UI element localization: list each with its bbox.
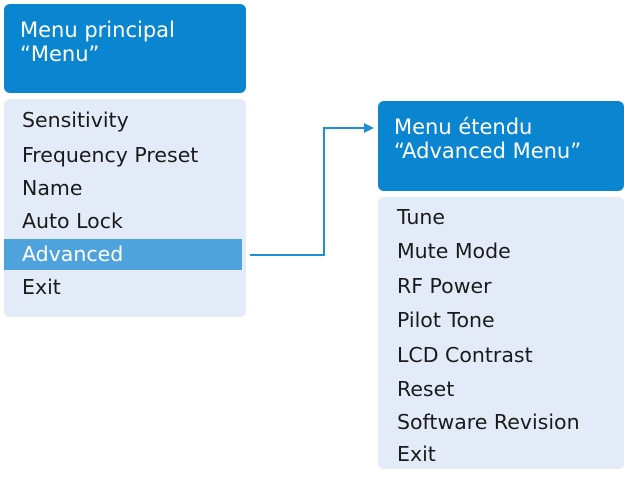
advanced-menu-header: Menu étendu “Advanced Menu” [378, 101, 624, 191]
menu-item-pilot-tone[interactable]: Pilot Tone [397, 308, 495, 332]
menu-item-reset[interactable]: Reset [397, 377, 455, 401]
advanced-menu-subtitle: “Advanced Menu” [394, 139, 582, 163]
menu-item-advanced[interactable]: Advanced [4, 239, 242, 270]
arrowhead-icon [364, 123, 374, 133]
advanced-menu-title: Menu étendu [394, 115, 533, 139]
main-menu-header: Menu principal “Menu” [4, 4, 246, 93]
advanced-menu-list: Tune Mute Mode RF Power Pilot Tone LCD C… [378, 197, 624, 469]
menu-item-sensitivity[interactable]: Sensitivity [22, 108, 129, 132]
menu-item-exit[interactable]: Exit [22, 275, 61, 299]
connector-line [250, 127, 366, 256]
menu-item-rf-power[interactable]: RF Power [397, 274, 492, 298]
menu-item-software-revision[interactable]: Software Revision [397, 410, 580, 434]
menu-item-lcd-contrast[interactable]: LCD Contrast [397, 343, 533, 367]
menu-item-auto-lock[interactable]: Auto Lock [22, 209, 123, 233]
menu-item-mute-mode[interactable]: Mute Mode [397, 239, 511, 263]
main-menu-subtitle: “Menu” [20, 42, 100, 66]
menu-item-exit-advanced[interactable]: Exit [397, 442, 436, 466]
menu-item-frequency-preset[interactable]: Frequency Preset [22, 143, 199, 167]
main-menu-list: Sensitivity Frequency Preset Name Auto L… [4, 99, 246, 317]
menu-item-name[interactable]: Name [22, 176, 83, 200]
main-menu-title: Menu principal [20, 18, 175, 42]
menu-item-tune[interactable]: Tune [397, 205, 446, 229]
